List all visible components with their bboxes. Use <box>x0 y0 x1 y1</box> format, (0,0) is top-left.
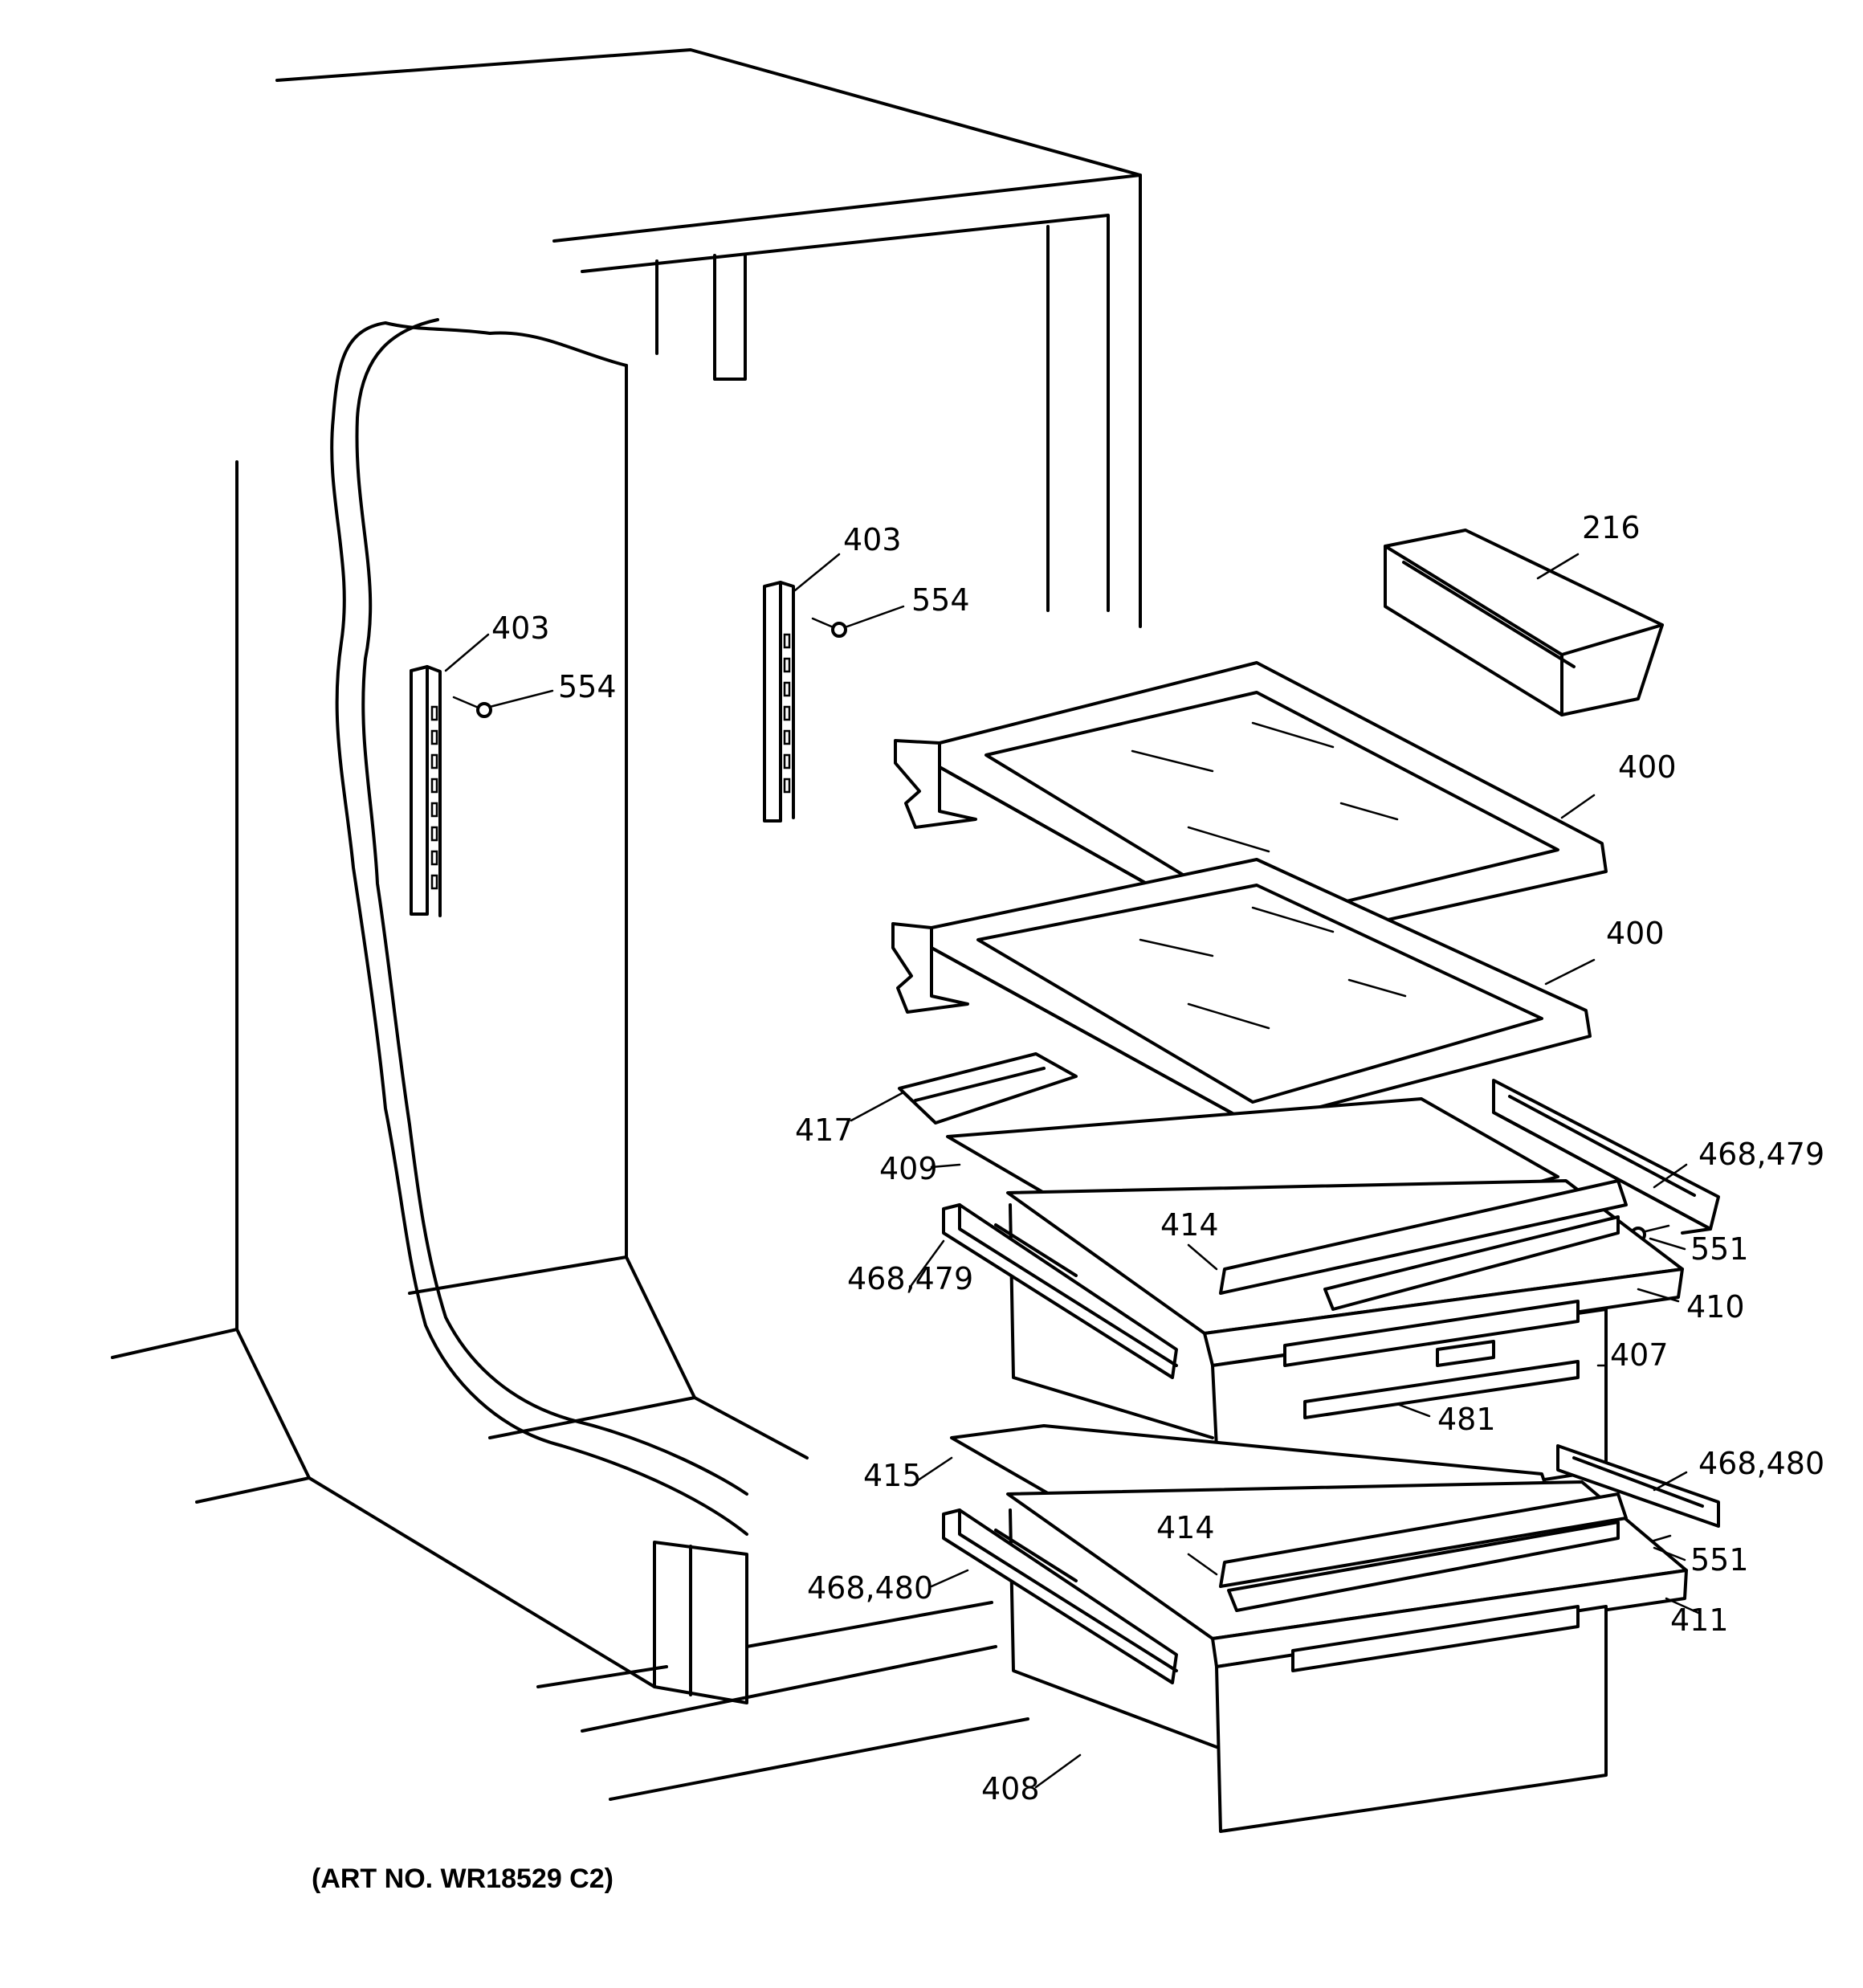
crisper-drawer-lower <box>1006 1480 1688 1833</box>
callout-407: 407 <box>1610 1337 1669 1373</box>
callout-554-right: 554 <box>911 582 970 618</box>
callout-403-left: 403 <box>491 610 550 646</box>
callout-408: 408 <box>981 1771 1040 1806</box>
callout-551-lower: 551 <box>1690 1542 1749 1578</box>
callout-labels: 216 400 400 403 403 554 554 417 409 414 … <box>491 510 1824 1806</box>
callout-468-479-right: 468,479 <box>1698 1137 1824 1172</box>
callout-417: 417 <box>795 1112 854 1148</box>
drawer-slide-right-upper <box>1492 1079 1720 1235</box>
callout-411: 411 <box>1670 1602 1729 1638</box>
callout-403-right: 403 <box>843 522 902 557</box>
drawer-slide-left-upper <box>942 1203 1178 1379</box>
callout-400-lower: 400 <box>1606 916 1665 951</box>
shelf-ladder-left <box>410 665 442 917</box>
callout-400-upper: 400 <box>1618 749 1677 785</box>
callout-468-480-right: 468,480 <box>1698 1446 1824 1481</box>
callout-551-upper: 551 <box>1690 1231 1749 1267</box>
screw-icon-left <box>452 696 492 718</box>
cabinet-outline <box>111 48 1142 1801</box>
callout-414-lower: 414 <box>1156 1510 1215 1545</box>
glass-shelf-lower <box>891 858 1592 1126</box>
callout-410: 410 <box>1686 1289 1745 1325</box>
screw-icon-right <box>811 617 847 638</box>
callout-554-left: 554 <box>558 669 617 704</box>
crisper-drawer-upper <box>1006 1179 1684 1532</box>
callout-468-480-left: 468,480 <box>807 1570 933 1606</box>
drawer-slide-left-lower <box>942 1508 1178 1684</box>
callout-409: 409 <box>879 1151 938 1186</box>
callout-481: 481 <box>1437 1402 1496 1437</box>
shelf-ladder-right <box>763 581 795 823</box>
art-number: (ART NO. WR18529 C2) <box>312 1863 614 1894</box>
cover-support-417 <box>898 1052 1078 1125</box>
shelf-bin-216 <box>1384 529 1664 716</box>
callout-468-479-left: 468,479 <box>847 1261 973 1296</box>
callout-415: 415 <box>863 1458 922 1493</box>
callout-216: 216 <box>1582 510 1641 545</box>
callout-414-upper: 414 <box>1160 1207 1219 1243</box>
leader-lines <box>444 553 1700 1789</box>
